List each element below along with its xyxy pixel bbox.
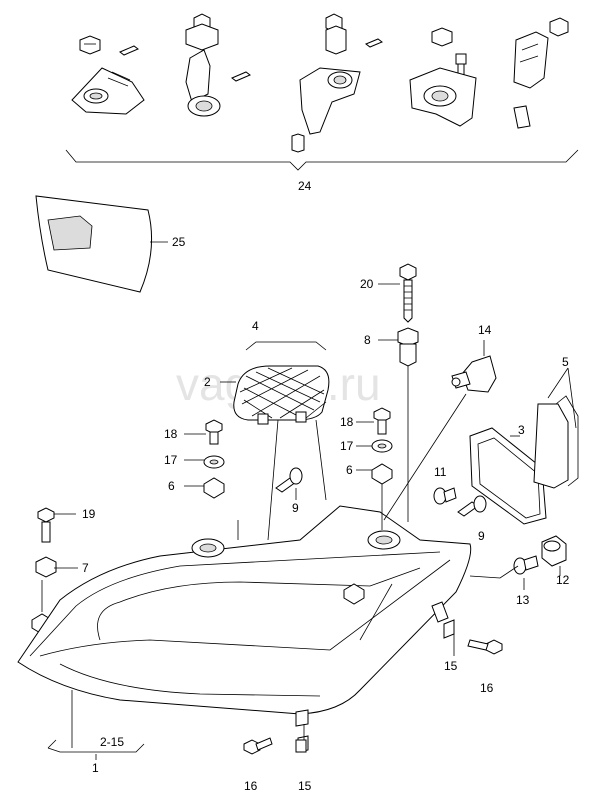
bracket-3 — [291, 13, 383, 153]
label-17-right: 17 — [340, 439, 354, 453]
screw-20 — [378, 263, 417, 323]
label-19: 19 — [82, 507, 96, 521]
bracket-4 — [409, 27, 477, 127]
label-6-right: 6 — [346, 463, 353, 477]
headlight-housing-1 — [17, 505, 472, 753]
socket-12 — [541, 535, 567, 576]
screw-16-right — [467, 639, 503, 655]
label-8: 8 — [364, 333, 371, 347]
label-9-left: 9 — [292, 501, 299, 515]
screw-19-grommet-7 — [31, 507, 78, 635]
label-14: 14 — [478, 323, 492, 337]
label-4: 4 — [252, 319, 259, 333]
bulb-9-left — [275, 467, 303, 500]
brace-2-15 — [47, 739, 145, 753]
bulb-9-right — [457, 495, 487, 517]
label-2: 2 — [204, 375, 211, 389]
grommet-8 — [378, 327, 419, 367]
label-15-right: 15 — [444, 659, 458, 673]
label-16-right: 16 — [480, 681, 494, 695]
bracket-1 — [71, 35, 145, 115]
label-18-right: 18 — [340, 415, 354, 429]
bracket-5 — [513, 17, 569, 129]
label-9-right: 9 — [478, 529, 485, 543]
frame-3 — [469, 367, 579, 525]
bulb-11 — [433, 487, 457, 505]
bracket-2 — [185, 13, 251, 117]
label-16-bottom: 16 — [244, 779, 258, 793]
vent-grille-2 — [220, 341, 330, 425]
callout-labels: 24 25 20 4 8 14 5 2 3 18 18 17 17 6 11 6… — [82, 179, 570, 793]
kit-brace — [65, 149, 579, 171]
label-3: 3 — [518, 423, 525, 437]
bulb-14 — [451, 340, 497, 393]
label-2-15: 2-15 — [100, 735, 124, 749]
label-20: 20 — [360, 277, 374, 291]
label-24: 24 — [298, 179, 312, 193]
label-18-left: 18 — [164, 427, 178, 441]
label-5: 5 — [562, 355, 569, 369]
label-7: 7 — [82, 561, 89, 575]
fastener-stack-right — [356, 407, 393, 485]
label-6-left: 6 — [168, 479, 175, 493]
fastener-stack-left — [184, 419, 225, 499]
label-13: 13 — [516, 593, 530, 607]
cover-sheet-25 — [35, 195, 168, 293]
bracket-kit-group — [65, 13, 579, 171]
bulb-13 — [513, 555, 539, 590]
leader-5 — [547, 367, 577, 429]
brace-4 — [245, 341, 327, 351]
label-25: 25 — [172, 235, 186, 249]
label-1: 1 — [92, 761, 99, 775]
screw-16-bottom — [243, 737, 273, 755]
leader-lines — [41, 366, 519, 760]
label-17-left: 17 — [164, 453, 178, 467]
label-15-bottom: 15 — [298, 779, 312, 793]
label-11: 11 — [434, 465, 447, 479]
label-12: 12 — [556, 573, 570, 587]
clip-15-bottom — [295, 739, 307, 753]
